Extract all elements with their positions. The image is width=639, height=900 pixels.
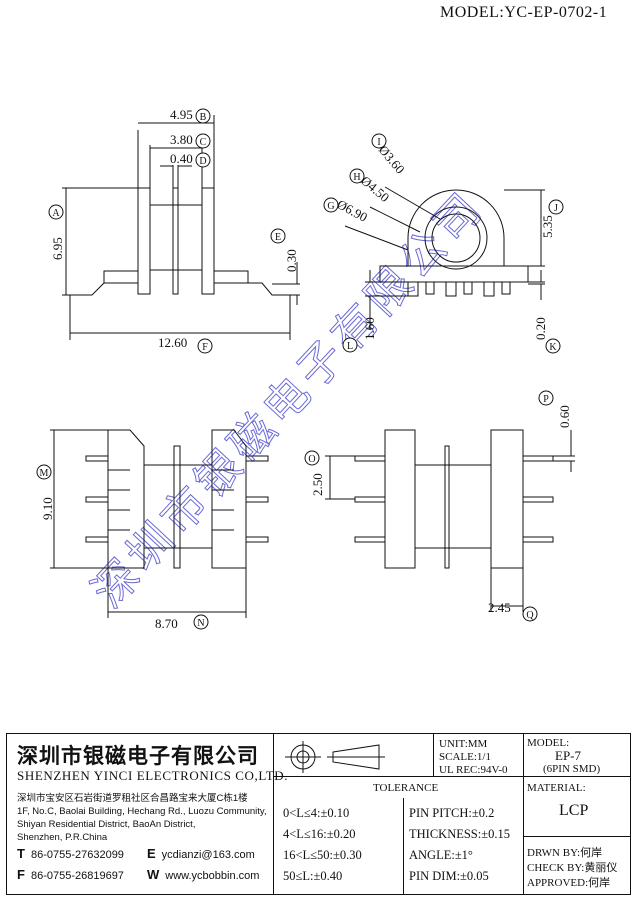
callout-j: J <box>548 199 564 215</box>
scale: SCALE:1/1 <box>439 751 491 763</box>
title-block: 深圳市银磁电子有限公司 SHENZHEN YINCI ELECTRONICS C… <box>6 733 631 895</box>
tolerance-2: 4<L≤16:±0.20 <box>283 827 356 841</box>
bottom-view-left <box>50 429 269 618</box>
drawn-by: DRWN BY:何岸 <box>527 847 603 859</box>
callout-m: M <box>36 464 52 480</box>
callout-i: I <box>371 133 387 149</box>
callout-b: B <box>195 108 211 124</box>
callout-f: F <box>197 338 213 354</box>
callout-q: Q <box>522 606 538 622</box>
svg-text:E: E <box>275 232 281 243</box>
callout-h: H <box>349 168 365 184</box>
thickness: THICKNESS:±0.15 <box>409 827 510 841</box>
svg-text:A: A <box>52 208 60 219</box>
svg-text:P: P <box>543 394 549 405</box>
callout-c: C <box>195 133 211 149</box>
tolerance-1: 0<L≤4:±0.10 <box>283 806 350 820</box>
pin-pitch: PIN PITCH:±0.2 <box>409 806 495 820</box>
technical-drawing: 深圳市银磁电子有限公司 <box>36 107 575 631</box>
dim-o: 2.50 <box>310 473 325 496</box>
svg-text:C: C <box>200 137 207 148</box>
dim-l: 1.60 <box>362 317 377 340</box>
dim-q: 2.45 <box>488 600 511 615</box>
svg-text:M: M <box>40 468 49 479</box>
tolerance-4: 50≤L:±0.40 <box>283 869 343 883</box>
address-en-1: 1F, No.C, Baolai Building, Hechang Rd., … <box>17 806 267 817</box>
ul-rec: UL REC:94V-0 <box>439 764 508 776</box>
checked-by: CHECK BY:黄丽仪 <box>527 862 618 874</box>
tolerance-title: TOLERANCE <box>373 782 439 794</box>
callout-k: K <box>545 338 561 354</box>
model-label: MODEL: <box>527 737 570 749</box>
callout-p: P <box>538 390 554 406</box>
svg-text:O: O <box>308 454 315 465</box>
callout-o: O <box>304 450 320 466</box>
unit: UNIT:MM <box>439 738 488 750</box>
svg-text:Q: Q <box>526 610 534 621</box>
dim-b: 4.95 <box>170 107 193 122</box>
svg-text:L: L <box>347 341 353 352</box>
dim-p: 0.60 <box>557 405 572 428</box>
dim-m: 9.10 <box>40 497 55 520</box>
svg-text:K: K <box>549 342 557 353</box>
dim-k: 0.20 <box>533 317 548 340</box>
callout-g: G <box>323 197 339 213</box>
dim-a: 6.95 <box>50 237 65 260</box>
address-en-2: Shiyan Residential District, BaoAn Distr… <box>17 819 196 830</box>
projection-symbol-icon <box>285 741 385 773</box>
dim-n: 8.70 <box>155 616 178 631</box>
callout-l: L <box>342 337 358 353</box>
svg-text:J: J <box>554 203 558 214</box>
svg-text:G: G <box>327 201 334 212</box>
material-label: MATERIAL: <box>527 782 586 794</box>
address-cn: 深圳市宝安区石岩街道罗租社区合昌路宝来大厦C栋1楼 <box>17 793 248 804</box>
model-sub: (6PIN SMD) <box>543 763 601 775</box>
callout-e: E <box>270 228 286 244</box>
tolerance-3: 16<L≤50:±0.30 <box>283 848 362 862</box>
company-address: 深圳市宝安区石岩街道罗租社区合昌路宝来大厦C栋1楼 1F, No.C, Baol… <box>17 792 269 844</box>
address-en-3: Shenzhen, P.R.China <box>17 832 108 843</box>
dim-f: 12.60 <box>158 335 187 350</box>
approved-by: APPROVED:何岸 <box>527 877 611 889</box>
side-view-top-right <box>344 186 545 330</box>
model-number: MODEL:YC-EP-0702-1 <box>440 4 608 21</box>
pin-dim: PIN DIM:±0.05 <box>409 869 489 883</box>
svg-text:N: N <box>197 618 204 629</box>
dim-j: 5.35 <box>540 215 555 238</box>
svg-text:I: I <box>377 137 380 148</box>
front-view-top-left <box>62 115 300 340</box>
model-value: EP-7 <box>555 748 581 763</box>
dim-c: 3.80 <box>170 132 193 147</box>
callout-d: D <box>195 152 211 168</box>
svg-text:B: B <box>200 112 207 123</box>
dim-e: 0.30 <box>284 249 299 272</box>
angle: ANGLE:±1° <box>409 848 473 862</box>
svg-text:D: D <box>199 156 206 167</box>
dim-d: 0.40 <box>170 151 193 166</box>
company-name-en: SHENZHEN YINCI ELECTRONICS CO,LTD. <box>17 768 289 783</box>
callout-a: A <box>48 204 64 220</box>
callout-n: N <box>193 614 209 630</box>
company-name-cn: 深圳市银磁电子有限公司 <box>17 744 259 768</box>
dim-g: Ø6.90 <box>335 196 370 224</box>
svg-text:F: F <box>202 342 208 353</box>
bottom-view-right <box>325 429 575 612</box>
material-value: LCP <box>559 802 589 819</box>
svg-text:H: H <box>353 172 360 183</box>
